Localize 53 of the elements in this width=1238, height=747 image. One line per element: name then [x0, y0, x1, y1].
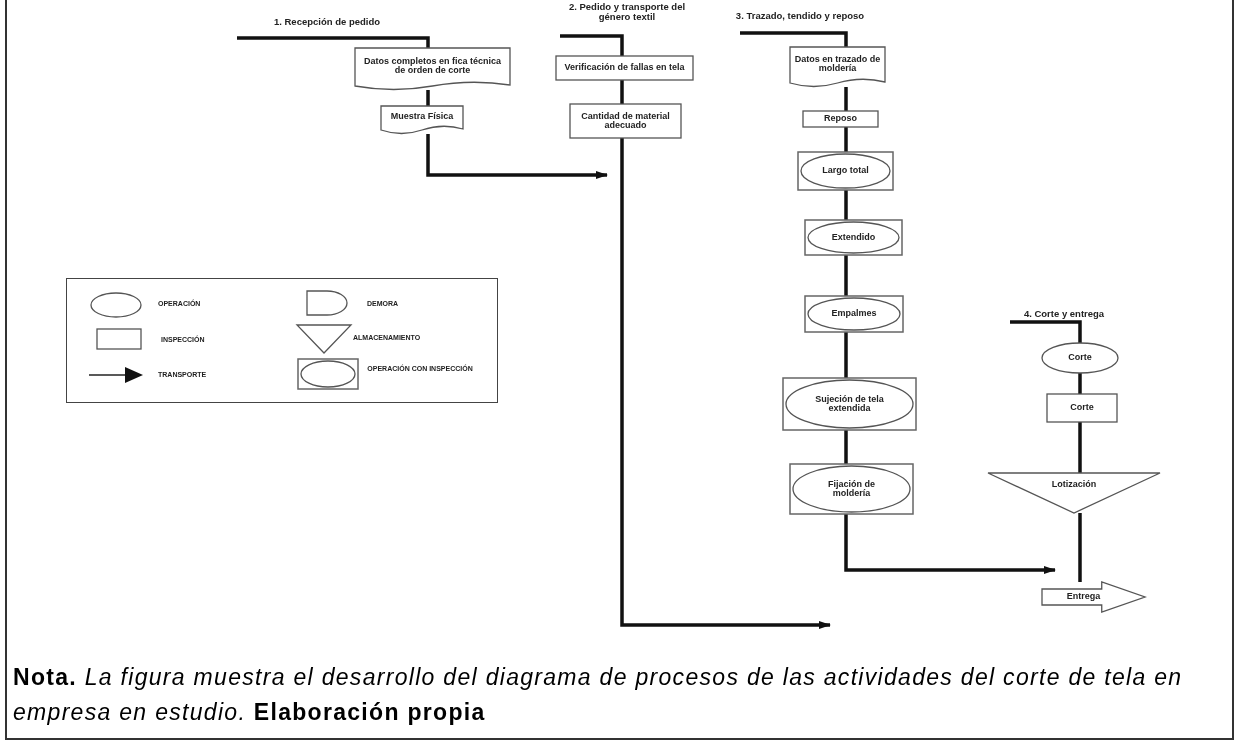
node-text: Reposo	[823, 114, 858, 124]
node-text: Fijación de moldería	[827, 479, 876, 499]
node-text: Sujeción de tela extendida	[814, 394, 885, 414]
node-text: Corte	[1069, 403, 1095, 413]
connector-line	[740, 31, 848, 47]
connector-line	[560, 34, 624, 56]
inspection-box	[1047, 394, 1117, 422]
caption: Nota. La figura muestra el desarrollo del diagrama de procesos de las actividades del corte de tela en empresa en estudio. Elaboración propia	[13, 663, 1184, 727]
section-heading: 1. Recepción de pedido	[272, 17, 382, 27]
node-text: Corte	[1067, 353, 1093, 363]
section-heading: 2. Pedido y transporte del género textil	[567, 2, 687, 22]
connector-line	[1078, 422, 1082, 473]
connector-line	[426, 90, 430, 106]
connector-line	[844, 127, 848, 152]
inspection-box	[803, 111, 878, 127]
operation-inspection-box	[798, 152, 893, 190]
connector-line	[1078, 373, 1082, 394]
document-shape	[790, 47, 885, 87]
document-shape	[355, 48, 510, 90]
connector-line	[844, 430, 848, 464]
inspection-box	[556, 56, 693, 80]
arrow	[844, 514, 1056, 574]
arrow	[426, 134, 608, 179]
node-text: Cantidad de material adecuado	[580, 111, 671, 131]
operation-inspection-box	[805, 296, 903, 332]
connector-line	[1010, 320, 1082, 343]
node-text: Verificación de fallas en tela	[563, 63, 686, 73]
connector-line	[844, 255, 848, 296]
connector-line	[844, 87, 848, 111]
node-text: Largo total	[821, 166, 870, 176]
connector-line	[620, 80, 624, 104]
node-text: Muestra Física	[389, 112, 455, 122]
operation-inspection-box	[783, 378, 916, 430]
arrow	[620, 138, 831, 629]
connector-line	[844, 190, 848, 220]
storage-triangle	[988, 473, 1160, 513]
document-shape	[381, 106, 463, 134]
section-heading: 4. Corte y entrega	[1022, 309, 1106, 319]
section-heading: 3. Trazado, tendido y reposo	[735, 11, 865, 21]
node-text: Empalmes	[830, 309, 878, 319]
node-text: Datos completos en fica técnica de orden de corte	[362, 56, 502, 76]
node-text: Extendido	[830, 232, 877, 243]
connector-line	[1078, 513, 1082, 582]
node-text: Datos en trazado de moldería	[793, 54, 882, 74]
inspection-box	[570, 104, 681, 138]
operation-inspection-box	[805, 220, 902, 255]
delivery-arrow-shape	[1042, 582, 1145, 612]
connector-line	[844, 332, 848, 378]
node-text: Lotización	[1050, 480, 1098, 490]
operation-inspection-box	[790, 464, 913, 514]
connector-line	[237, 36, 430, 48]
node-text: Entrega	[1065, 592, 1102, 602]
operation-ellipse	[1042, 343, 1118, 373]
